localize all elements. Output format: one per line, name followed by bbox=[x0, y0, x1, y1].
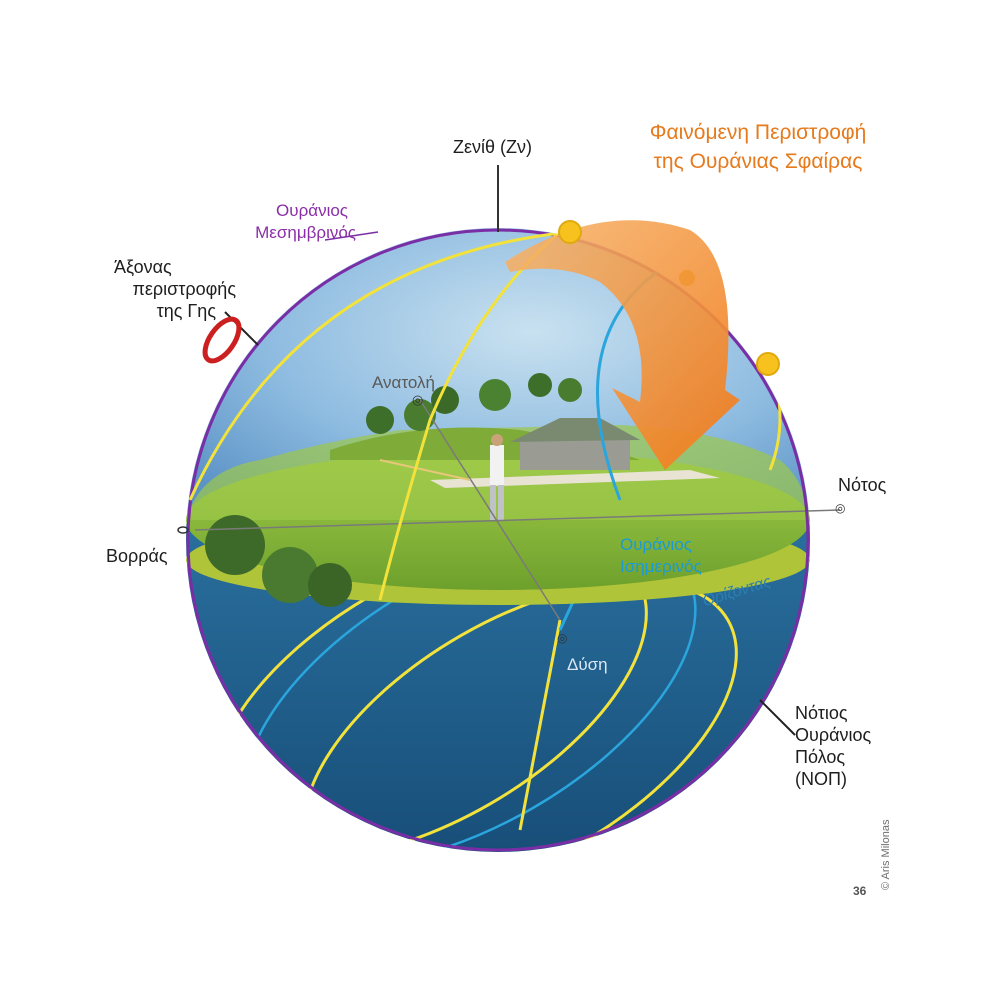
east-label: Ανατολή bbox=[372, 373, 435, 392]
axis-label: Άξονας περιστροφής της Γης bbox=[110, 256, 236, 322]
equator-label: Ουράνιος Ισημερινός bbox=[620, 534, 702, 578]
south-pole-line-1: Νότιος bbox=[795, 703, 848, 723]
meridian-label-line-2: Μεσημβρινός bbox=[255, 223, 356, 242]
meridian-label-line-1: Ουράνιος bbox=[276, 201, 348, 220]
title-line-2: της Ουράνιας Σφαίρας bbox=[653, 150, 863, 173]
axis-label-line-2: περιστροφής bbox=[132, 279, 236, 299]
south-pole-label: Νότιος Ουράνιος Πόλος (ΝΟΠ) bbox=[795, 702, 871, 790]
south-symbol-icon: ◎ bbox=[835, 501, 845, 515]
earth-rotation-axis-icon bbox=[202, 316, 242, 364]
south-pole-line-2: Ουράνιος bbox=[795, 725, 872, 745]
axis-label-line-3: της Γης bbox=[156, 301, 216, 321]
west-symbol-icon: ◎ bbox=[557, 631, 567, 645]
equator-label-line-2: Ισημερινός bbox=[620, 557, 702, 576]
sun-icon bbox=[679, 270, 695, 286]
credit-text: © Aris Milonas bbox=[880, 819, 892, 890]
page-number: 36 bbox=[853, 884, 867, 898]
equator-label-line-1: Ουράνιος bbox=[620, 535, 692, 554]
south-pole-line-3: Πόλος bbox=[795, 747, 846, 767]
diagram-title: Φαινόμενη Περιστροφή της Ουράνιας Σφαίρα… bbox=[608, 118, 908, 176]
zenith-label: Ζενίθ (Ζν) bbox=[453, 137, 533, 157]
east-symbol-icon: ◎ bbox=[412, 392, 423, 407]
south-label: Νότος bbox=[838, 475, 887, 495]
meridian-label: Ουράνιος Μεσημβρινός bbox=[236, 200, 356, 244]
south-pole-line-4: (ΝΟΠ) bbox=[795, 769, 847, 789]
title-line-1: Φαινόμενη Περιστροφή bbox=[649, 121, 867, 144]
axis-label-line-1: Άξονας bbox=[114, 257, 172, 277]
north-symbol-icon bbox=[177, 526, 189, 534]
horizon-plane bbox=[186, 373, 841, 621]
west-label: Δύση bbox=[567, 655, 608, 674]
north-label: Βορράς bbox=[106, 546, 168, 566]
sun-icon bbox=[756, 352, 780, 376]
sun-icon bbox=[558, 220, 582, 244]
